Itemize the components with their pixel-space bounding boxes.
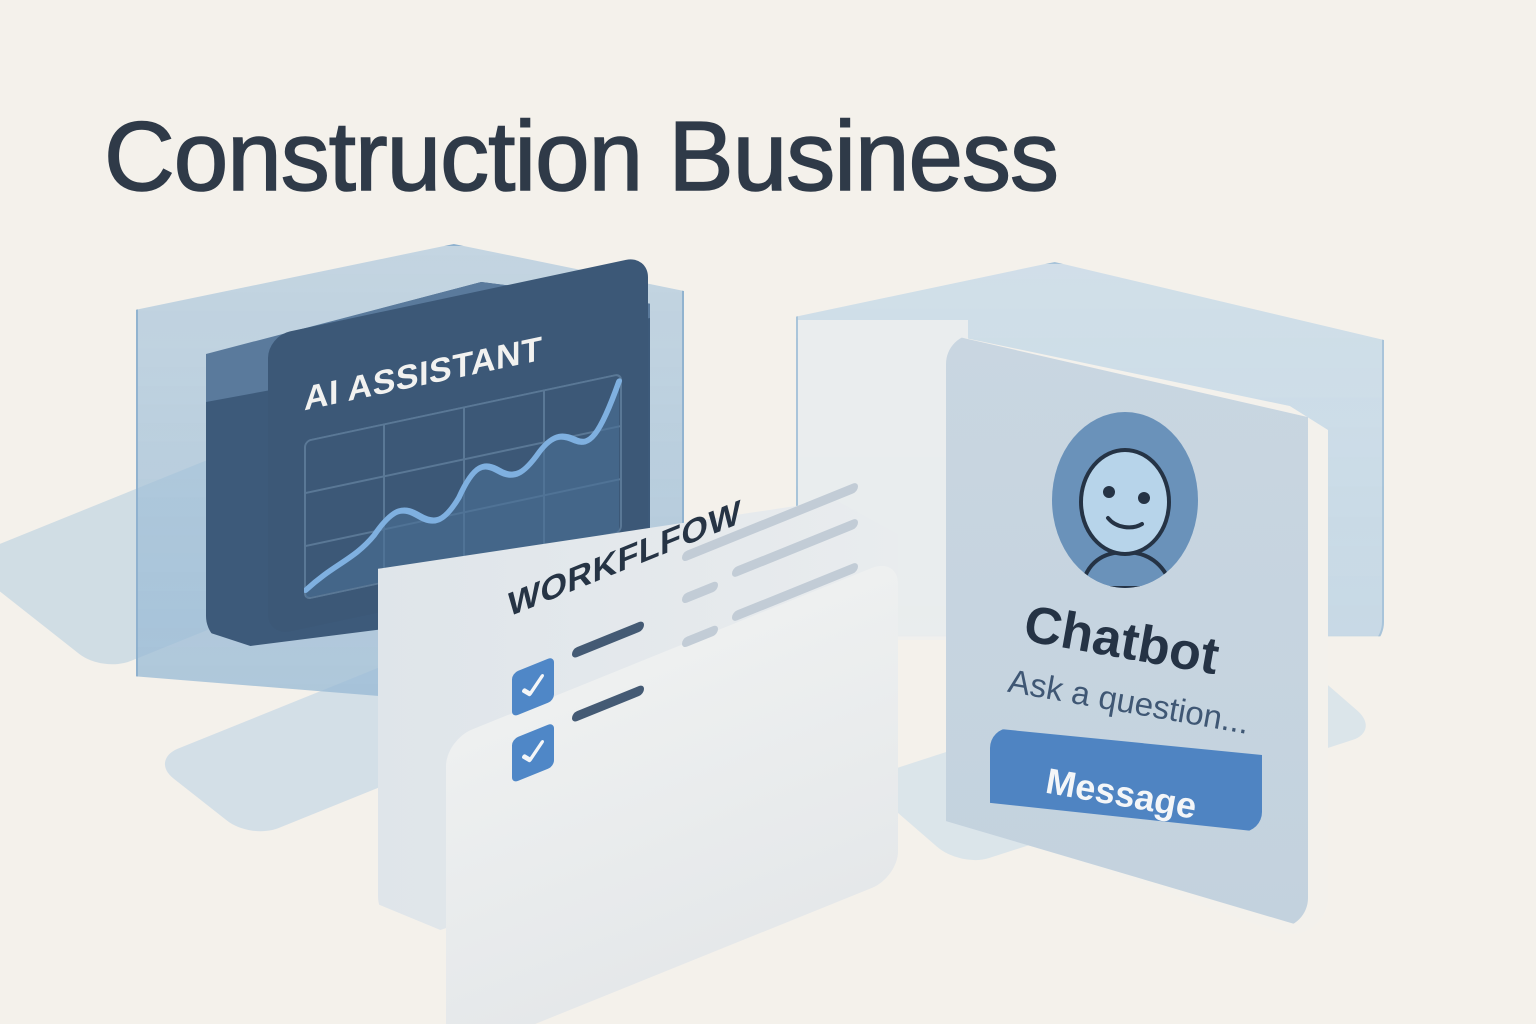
page-title: Construction Business [103, 100, 1060, 212]
ai-assistant-panel[interactable]: AI ASSISTANT [268, 255, 648, 636]
workflow-card-face[interactable]: WORKFLFOW [446, 481, 898, 1024]
task-checkbox-1[interactable] [512, 656, 554, 718]
task-checkbox-2[interactable] [512, 722, 554, 784]
smiley-avatar-icon [1052, 412, 1198, 588]
line-chart-icon [304, 374, 622, 600]
checkmark-icon [522, 740, 544, 763]
task-label-bar-2 [572, 684, 644, 724]
checkmark-icon [522, 674, 544, 697]
